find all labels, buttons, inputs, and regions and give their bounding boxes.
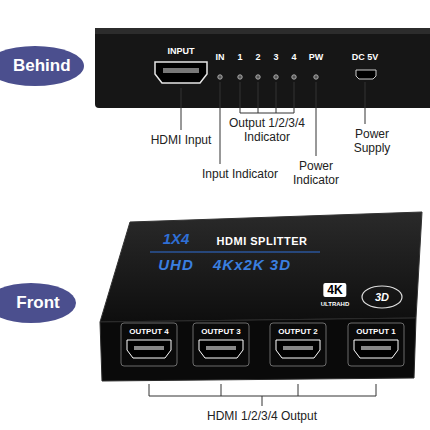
view-label: Front — [16, 293, 59, 313]
indicator-led — [292, 75, 296, 79]
indicator-label: IN — [216, 53, 225, 63]
hdmi-port — [199, 340, 243, 358]
leader-line — [181, 88, 182, 130]
callout-label: Power Supply — [347, 128, 397, 156]
logo-text: ULTRAHD — [321, 301, 350, 308]
model-text: HDMI SPLITTER — [217, 235, 308, 247]
leader-line — [258, 82, 259, 113]
port-contacts — [283, 346, 313, 350]
port-frame — [348, 323, 404, 366]
brand-text: 1X4 — [163, 231, 190, 248]
view-badge: Behind — [0, 46, 84, 86]
accent-line — [150, 251, 320, 252]
view-badge: Front — [0, 283, 76, 323]
leader-line — [276, 82, 277, 113]
top-face — [100, 212, 422, 322]
leader-line — [240, 82, 241, 113]
bracket-line — [376, 384, 377, 396]
leader-line — [316, 82, 317, 156]
hdmi-port — [276, 340, 320, 358]
indicator-led — [314, 75, 318, 79]
leader-line — [220, 82, 221, 164]
feature-text: 4Kx2K 3D — [213, 257, 291, 274]
leader-line — [365, 82, 366, 124]
indicator-label: PW — [309, 53, 324, 63]
usb-port — [356, 70, 376, 79]
indicator-label: 1 — [237, 53, 242, 63]
hdmi-port — [127, 340, 171, 358]
callout-label: Output 1/2/3/4 Indicator — [225, 117, 309, 145]
indicator-led — [238, 75, 242, 79]
indicator-label: 4 — [291, 53, 296, 63]
leader-line — [262, 396, 263, 406]
callout-label: HDMI 1/2/3/4 Output — [207, 410, 317, 424]
bracket-line — [298, 384, 299, 396]
logo-text: 4K — [323, 283, 346, 297]
hdmi-port — [354, 340, 398, 358]
port-label: DC 5V — [352, 53, 379, 63]
port-contacts — [206, 346, 236, 350]
port-frame — [270, 323, 326, 366]
bracket-line — [240, 113, 294, 114]
port-frame — [121, 323, 177, 366]
feature-text: UHD — [158, 257, 194, 274]
front-face — [100, 318, 416, 381]
indicator-label: 2 — [255, 53, 260, 63]
port-label: OUTPUT 4 — [129, 327, 169, 337]
port-contacts — [134, 346, 164, 350]
indicator-led — [274, 75, 278, 79]
port-contacts — [361, 346, 391, 350]
indicator-label: 3 — [273, 53, 278, 63]
leader-line — [294, 82, 295, 113]
hdmi-port — [155, 62, 207, 83]
indicator-led — [256, 75, 260, 79]
logo-ring — [362, 286, 402, 308]
port-label: OUTPUT 3 — [201, 327, 241, 337]
bracket-line — [149, 384, 150, 396]
port-label: OUTPUT 1 — [356, 327, 396, 337]
bracket-line — [221, 384, 222, 396]
logo-text: 3D — [375, 291, 389, 303]
view-label: Behind — [13, 56, 71, 76]
housing-edge — [95, 28, 430, 34]
port-contacts — [163, 68, 199, 73]
callout-label: Input Indicator — [202, 168, 278, 182]
port-label: INPUT — [168, 47, 195, 57]
back-housing — [95, 28, 430, 108]
indicator-led — [218, 75, 222, 79]
port-label: OUTPUT 2 — [278, 327, 318, 337]
callout-label: Power Indicator — [286, 160, 346, 188]
callout-label: HDMI Input — [151, 134, 212, 148]
port-frame — [193, 323, 249, 366]
